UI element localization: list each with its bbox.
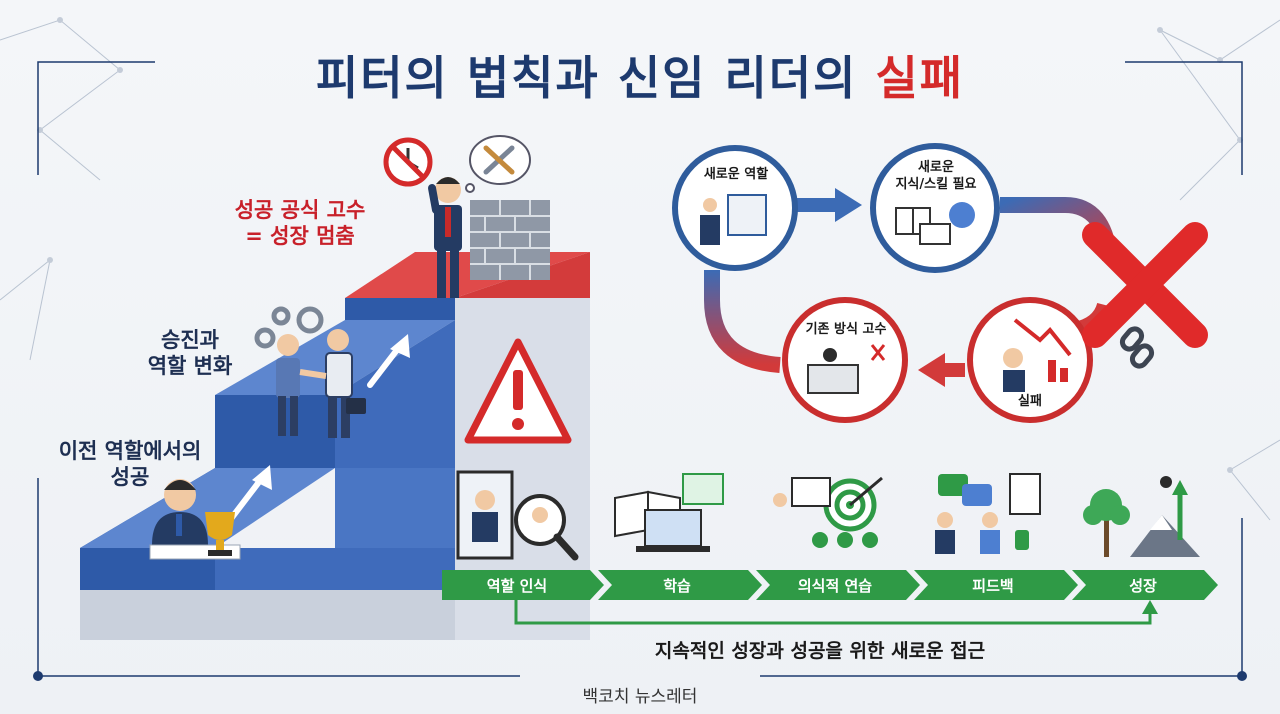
cycle-label-new-skills: 새로운 지식/스킬 필요 — [895, 160, 977, 192]
process-step-growth: 성장 — [1129, 577, 1157, 595]
process-step-deliberate-practice: 의식적 연습 — [797, 577, 873, 595]
cycle-label-new-role: 새로운 역할 — [703, 167, 769, 182]
up-arrow-2 — [367, 343, 403, 388]
handshake-figures — [276, 329, 366, 438]
stair-step-3 — [345, 298, 455, 320]
process-tagline: 지속적인 성장과 성공을 위한 새로운 접근 — [654, 640, 986, 662]
no-clock-icon — [383, 137, 433, 187]
feedback-icon — [935, 473, 1041, 554]
big-red-x-icon — [1082, 222, 1208, 348]
title-accent: 실패 — [875, 51, 965, 105]
up-arrow-1 — [227, 475, 265, 523]
step-1-label: 이전 역할에서의 성공 — [58, 439, 202, 490]
process-chevrons — [442, 570, 1218, 600]
stressed-leader-figure — [428, 177, 462, 298]
growth-tree-mountain-icon — [1083, 476, 1200, 557]
step-3-label: 성공 공식 고수 = 성장 멈춤 — [234, 198, 366, 249]
trophy-icon — [205, 512, 235, 556]
successful-businessman-figure — [149, 479, 241, 560]
footer-source: 백코치 뉴스레터 — [582, 687, 698, 707]
process-step-role-awareness: 역할 인식 — [486, 577, 548, 595]
cycle-node-old-way — [782, 297, 908, 423]
title-main: 피터의 법칙과 신임 리더의 — [315, 51, 858, 105]
process-feedback-loop — [514, 600, 1152, 625]
cycle-node-failure — [967, 297, 1093, 423]
process-step-feedback: 피드백 — [972, 577, 1014, 595]
brick-wall-icon — [470, 200, 550, 280]
portrait-magnifier-icon — [456, 470, 579, 561]
book-laptop-icon — [614, 473, 724, 552]
cycle-node-new-role — [672, 145, 798, 271]
page-title: 피터의 법칙과 신임 리더의 실패 — [0, 42, 1280, 108]
warning-icon — [464, 338, 572, 444]
gears-icon — [254, 306, 324, 349]
target-presentation-icon — [773, 476, 883, 548]
tools-thought-bubble-icon — [465, 135, 531, 193]
step-2-label: 승진과 역할 변화 — [147, 328, 233, 379]
cycle-label-failure: 실패 — [1018, 394, 1042, 409]
cycle-label-old-way: 기존 방식 고수 — [805, 322, 887, 337]
broken-chain-icon — [1119, 326, 1155, 369]
cycle-node-new-skills — [870, 143, 1000, 273]
stair-step-2 — [215, 395, 335, 468]
process-step-learning: 학습 — [663, 577, 691, 595]
